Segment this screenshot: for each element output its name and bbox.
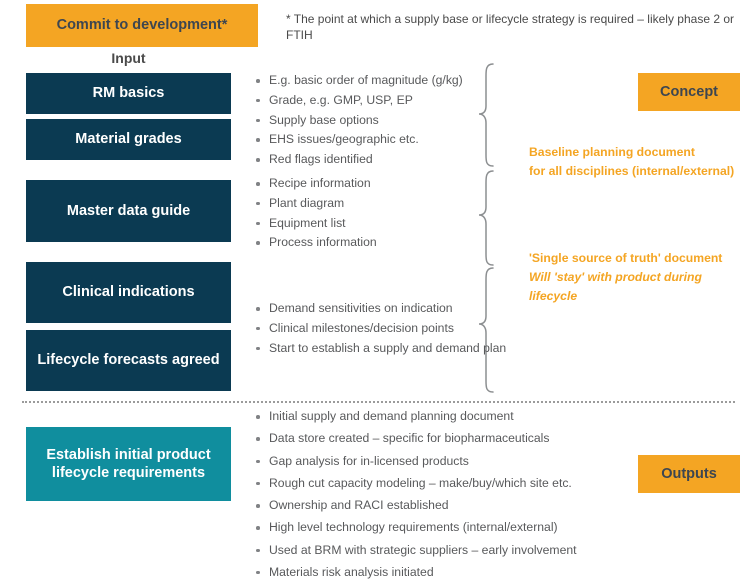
annotation-single-source-of-truth: 'Single source of truth' document Will '… — [529, 249, 743, 306]
phase-label-concept[interactable]: Concept — [638, 73, 740, 111]
list-item: Used at BRM with strategic suppliers – e… — [255, 543, 577, 558]
list-item: Demand sensitivities on indication — [255, 301, 506, 316]
list-item: Plant diagram — [255, 196, 377, 211]
list-item: Supply base options — [255, 113, 463, 128]
input-column-label: Input — [111, 50, 146, 66]
stage-box-rm-basics[interactable]: RM basics — [26, 73, 231, 114]
list-item: Materials risk analysis initiated — [255, 565, 577, 580]
footnote-text: * The point at which a supply base or li… — [286, 12, 735, 42]
list-item: Initial supply and demand planning docum… — [255, 409, 577, 424]
list-item: Grade, e.g. GMP, USP, EP — [255, 93, 463, 108]
list-item: Gap analysis for in-licensed products — [255, 454, 577, 469]
stage-box-establish-initial-product-lifecycle-requirements[interactable]: Establish initial product lifecycle requ… — [26, 427, 231, 501]
annotation-line-1: Baseline planning document — [529, 145, 695, 159]
list-item: Equipment list — [255, 216, 377, 231]
bullet-list-group-4: Initial supply and demand planning docum… — [255, 409, 577, 587]
section-divider — [22, 401, 735, 403]
list-item: Red flags identified — [255, 152, 463, 167]
brace-icon-1 — [478, 63, 494, 167]
annotation-line-2: for all disciplines (internal/external) — [529, 163, 735, 178]
list-item: High level technology requirements (inte… — [255, 520, 577, 535]
diagram-canvas: Commit to development* * The point at wh… — [22, 4, 743, 579]
list-item: EHS issues/geographic etc. — [255, 132, 463, 147]
annotation-line-1: 'Single source of truth' document — [529, 251, 723, 265]
bullet-list-group-2: Recipe information Plant diagram Equipme… — [255, 176, 377, 255]
list-item: Process information — [255, 235, 377, 250]
annotation-baseline-planning-document: Baseline planning document for all disci… — [529, 143, 734, 181]
list-item: Clinical milestones/decision points — [255, 321, 506, 336]
stage-box-lifecycle-forecasts-agreed[interactable]: Lifecycle forecasts agreed — [26, 330, 231, 391]
stage-box-clinical-indications[interactable]: Clinical indications — [26, 262, 231, 323]
commit-to-development-box[interactable]: Commit to development* — [26, 4, 258, 47]
list-item: Data store created – specific for biopha… — [255, 431, 577, 446]
bullet-list-group-3: Demand sensitivities on indication Clini… — [255, 301, 506, 360]
list-item: E.g. basic order of magnitude (g/kg) — [255, 73, 463, 88]
phase-label-outputs[interactable]: Outputs — [638, 455, 740, 493]
list-item: Start to establish a supply and demand p… — [255, 341, 506, 356]
annotation-line-2: Will 'stay' with product during lifecycl… — [529, 269, 702, 303]
stage-box-material-grades[interactable]: Material grades — [26, 119, 231, 160]
stage-box-master-data-guide[interactable]: Master data guide — [26, 180, 231, 242]
list-item: Rough cut capacity modeling – make/buy/w… — [255, 476, 577, 491]
list-item: Ownership and RACI established — [255, 498, 577, 513]
brace-icon-2 — [478, 170, 494, 266]
list-item: Recipe information — [255, 176, 377, 191]
bullet-list-group-1: E.g. basic order of magnitude (g/kg) Gra… — [255, 73, 463, 172]
